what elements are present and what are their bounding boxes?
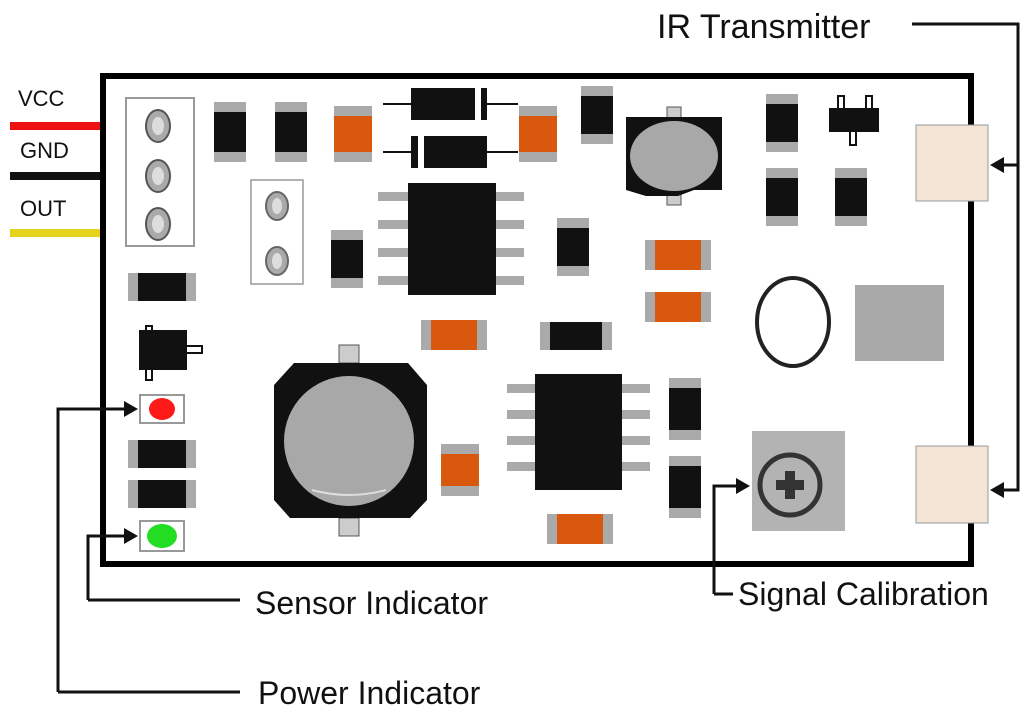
- out-label: OUT: [20, 196, 66, 221]
- ir-receiver-pad: [855, 285, 944, 361]
- power-led: [139, 394, 185, 424]
- capacitor-c6: [441, 444, 479, 496]
- diodes: [383, 88, 518, 168]
- resistor-r6: [766, 94, 798, 152]
- arrow-power-led: [124, 401, 138, 417]
- resistor-r11: [128, 273, 196, 301]
- ic-u2: [507, 374, 650, 490]
- power-indicator-leader: [56, 407, 240, 694]
- horizontal-resistors: [128, 273, 612, 508]
- ir-emitter-top: [915, 124, 989, 202]
- transistor-q2: [139, 325, 203, 381]
- vertical-resistors: [214, 86, 867, 518]
- arrow-potentiometer: [736, 478, 750, 494]
- resistor-r3: [331, 230, 363, 288]
- ir-transmitter-label: IR Transmitter: [657, 8, 870, 46]
- capacitor-c5: [421, 320, 487, 350]
- resistor-r12: [128, 440, 196, 468]
- power-indicator-label: Power Indicator: [258, 675, 481, 709]
- pin-header: [125, 97, 195, 247]
- ir-transmitter-leader: [912, 22, 1020, 492]
- arrow-ir-bottom: [990, 482, 1004, 498]
- capacitor-c3: [645, 240, 711, 270]
- resistor-r1: [214, 102, 246, 162]
- gnd-pin-inner: [152, 167, 164, 185]
- electrolytic-capacitor-large: [274, 344, 427, 537]
- signal-calibration-leader: [712, 484, 738, 596]
- resistor-r4: [557, 218, 589, 276]
- vcc-label: VCC: [18, 86, 65, 111]
- callout-arrowheads: [124, 157, 1004, 544]
- capacitor-c1: [334, 106, 372, 162]
- diode-d2: [383, 136, 518, 168]
- resistor-r10: [669, 456, 701, 518]
- resistor-r14: [540, 322, 612, 350]
- signal-calibration-label: Signal Calibration: [738, 576, 989, 612]
- capacitor-c4: [645, 292, 711, 322]
- arrow-ir-top: [990, 157, 1004, 173]
- gnd-label: GND: [20, 138, 69, 163]
- out-pin-inner: [152, 215, 164, 233]
- arrow-sensor-led: [124, 528, 138, 544]
- vcc-pin-inner: [152, 117, 164, 135]
- electrolytic-capacitor-small: [626, 106, 722, 206]
- transistor-q1: [829, 95, 879, 146]
- jumper-pin-1-inner: [272, 198, 282, 214]
- resistor-r8: [835, 168, 867, 226]
- capacitors: [334, 106, 711, 544]
- sensor-led: [139, 520, 185, 552]
- jumper-header: [250, 179, 304, 285]
- ir-emitter-bottom: [915, 445, 989, 524]
- potentiometer: [752, 431, 845, 531]
- sensor-indicator-label: Sensor Indicator: [255, 585, 488, 621]
- capacitor-c7: [547, 514, 613, 544]
- capacitor-c2: [519, 106, 557, 162]
- resistor-r9: [669, 378, 701, 440]
- resistor-r2: [275, 102, 307, 162]
- jumper-pin-2-inner: [272, 253, 282, 269]
- resistor-r7: [766, 168, 798, 226]
- resistor-r5: [581, 86, 613, 144]
- ic-u1: [378, 183, 524, 295]
- resistor-r13: [128, 480, 196, 508]
- diode-d1: [383, 88, 518, 120]
- sensor-indicator-leader: [86, 534, 240, 602]
- ir-receiver-ring: [755, 276, 831, 368]
